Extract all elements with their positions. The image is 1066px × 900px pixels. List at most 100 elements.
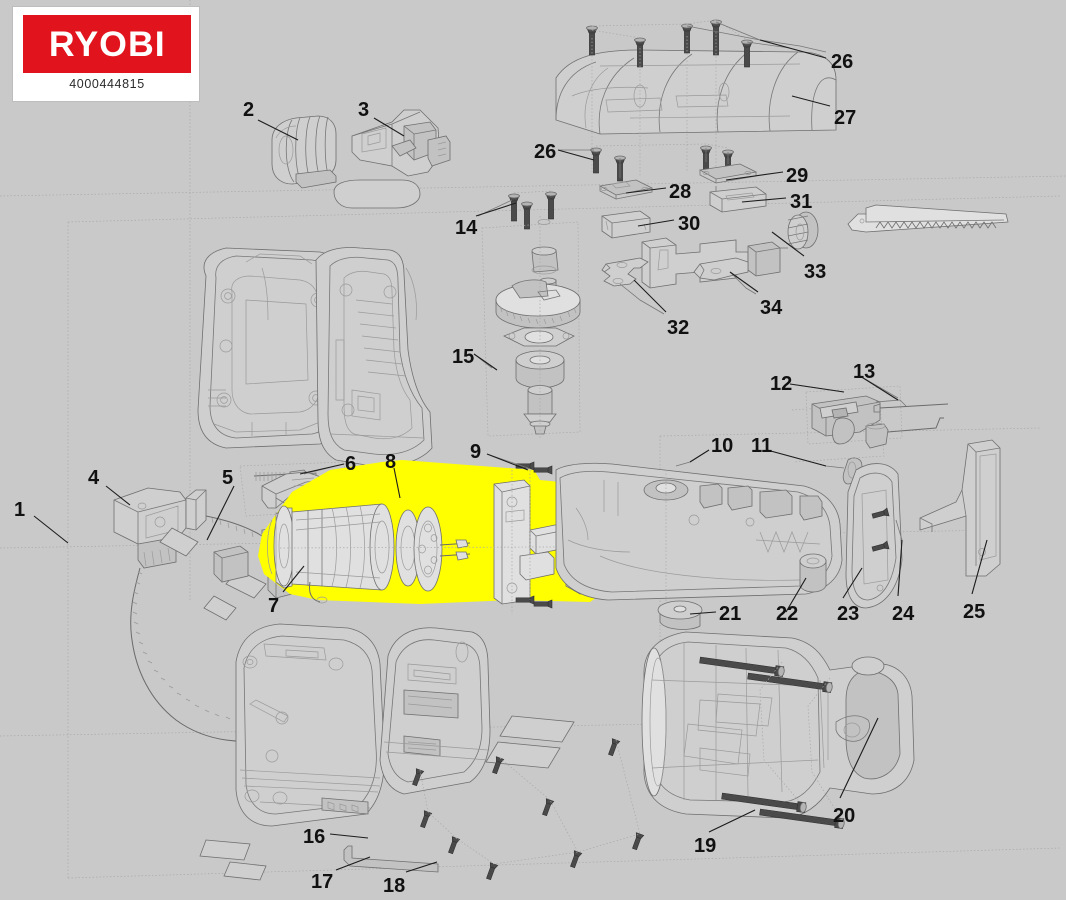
leader-line-2	[257, 119, 299, 141]
part-26-screws-mid	[558, 143, 734, 182]
callout-number-16[interactable]: 16	[303, 826, 326, 848]
leader-line-8	[393, 467, 401, 499]
document-part-number: 4000444815	[69, 77, 145, 91]
callout-number-18[interactable]: 18	[383, 875, 406, 897]
part-16-lower-housings	[199, 623, 575, 881]
leader-line-14	[475, 202, 517, 217]
brand-logo-box: RYOBI 4000444815	[12, 6, 200, 102]
leader-line-4	[105, 485, 131, 506]
callout-number-3[interactable]: 3	[358, 99, 370, 121]
leader-line-7	[282, 565, 305, 593]
leader-line-10	[689, 449, 710, 463]
part-32-plate	[601, 257, 665, 315]
part-19-long-screws	[699, 656, 845, 833]
part-21-washer	[657, 600, 717, 630]
callout-number-20[interactable]: 20	[833, 805, 856, 827]
leader-line-34	[729, 271, 759, 293]
brand-name: RYOBI	[48, 24, 166, 64]
callout-number-24[interactable]: 24	[892, 603, 915, 625]
callout-number-21[interactable]: 21	[719, 603, 742, 625]
leader-line-6	[299, 463, 345, 475]
callout-number-31[interactable]: 31	[790, 191, 813, 213]
callout-number-27[interactable]: 27	[834, 107, 857, 129]
leader-line-29	[725, 171, 784, 181]
callout-number-11[interactable]: 11	[751, 435, 773, 457]
callout-number-26[interactable]: 26	[831, 51, 854, 73]
leader-line-28	[625, 187, 667, 194]
part-15-gear-assembly	[473, 216, 581, 440]
leader-line-12	[789, 383, 845, 393]
leader-line-31	[741, 197, 787, 203]
callout-number-13[interactable]: 13	[853, 361, 876, 383]
leader-line-11	[766, 449, 827, 467]
housing-shells	[197, 247, 433, 467]
saw-blade	[847, 204, 1009, 233]
leader-line-1	[33, 515, 69, 544]
leader-line-5	[206, 485, 235, 541]
part-30-block	[601, 210, 651, 239]
leader-line-16	[329, 833, 369, 839]
callout-number-1[interactable]: 1	[14, 499, 26, 521]
leader-line-19	[708, 809, 756, 833]
part-28-bracket	[598, 158, 654, 200]
callout-number-7[interactable]: 7	[268, 595, 280, 617]
callout-number-32[interactable]: 32	[667, 317, 690, 339]
part-11-clip	[766, 449, 863, 485]
part-14-screws	[477, 190, 557, 230]
leader-line-27	[791, 95, 831, 107]
part-27-housing-cover	[555, 49, 837, 135]
part-23-cover-plate	[842, 463, 903, 609]
part-31-block	[709, 186, 767, 213]
callout-number-22[interactable]: 22	[776, 603, 799, 625]
callout-number-26b[interactable]: 26	[534, 141, 557, 163]
callout-number-12[interactable]: 12	[770, 373, 793, 395]
leader-line-30	[637, 219, 675, 227]
leader-line-22	[785, 577, 807, 613]
callout-number-6[interactable]: 6	[345, 453, 357, 475]
callout-number-29[interactable]: 29	[786, 165, 809, 187]
leader-line-17	[335, 856, 371, 871]
part-34-plate	[693, 257, 757, 295]
callout-number-5[interactable]: 5	[222, 467, 234, 489]
callout-leader-lines	[33, 39, 988, 873]
part-9-screws	[486, 453, 553, 609]
callout-number-15[interactable]: 15	[452, 346, 475, 368]
callout-number-28[interactable]: 28	[669, 181, 692, 203]
callout-number-23[interactable]: 23	[837, 603, 860, 625]
leader-line-3	[373, 117, 405, 137]
callout-number-34[interactable]: 34	[760, 297, 783, 319]
leader-line-9	[486, 453, 529, 471]
part-20-motor-housing	[641, 631, 915, 819]
leader-line-13	[859, 375, 899, 401]
leader-line-18	[405, 861, 438, 873]
part-33-lever	[641, 211, 819, 289]
leader-line-25	[971, 539, 988, 595]
part-2-trigger	[271, 115, 337, 189]
callout-number-4[interactable]: 4	[88, 467, 100, 489]
leader-line-33	[771, 231, 805, 257]
leader-line-15	[473, 353, 498, 371]
leader-line-24	[897, 539, 903, 597]
leader-line-32	[633, 279, 667, 313]
callout-number-19[interactable]: 19	[694, 835, 717, 857]
small-plate	[333, 179, 421, 209]
part-17-hex-key	[335, 845, 439, 873]
callout-number-10[interactable]: 10	[711, 435, 734, 457]
callout-number-2[interactable]: 2	[243, 99, 255, 121]
callout-number-33[interactable]: 33	[804, 261, 827, 283]
part-18-screws	[405, 738, 645, 881]
callout-number-8[interactable]: 8	[385, 451, 397, 473]
callout-number-30[interactable]: 30	[678, 213, 701, 235]
callout-number-17[interactable]: 17	[311, 871, 334, 893]
leader-line-20	[839, 717, 879, 799]
leader-line-23	[842, 567, 863, 599]
callout-number-9[interactable]: 9	[470, 441, 482, 463]
part-22-bushing	[785, 553, 827, 613]
leader-line-21	[689, 611, 717, 615]
leader-line-26	[759, 39, 827, 59]
callout-number-25[interactable]: 25	[963, 601, 986, 623]
callout-number-14[interactable]: 14	[455, 217, 478, 239]
part-25-shoe	[919, 439, 1001, 595]
leader-line-26b	[557, 149, 595, 161]
